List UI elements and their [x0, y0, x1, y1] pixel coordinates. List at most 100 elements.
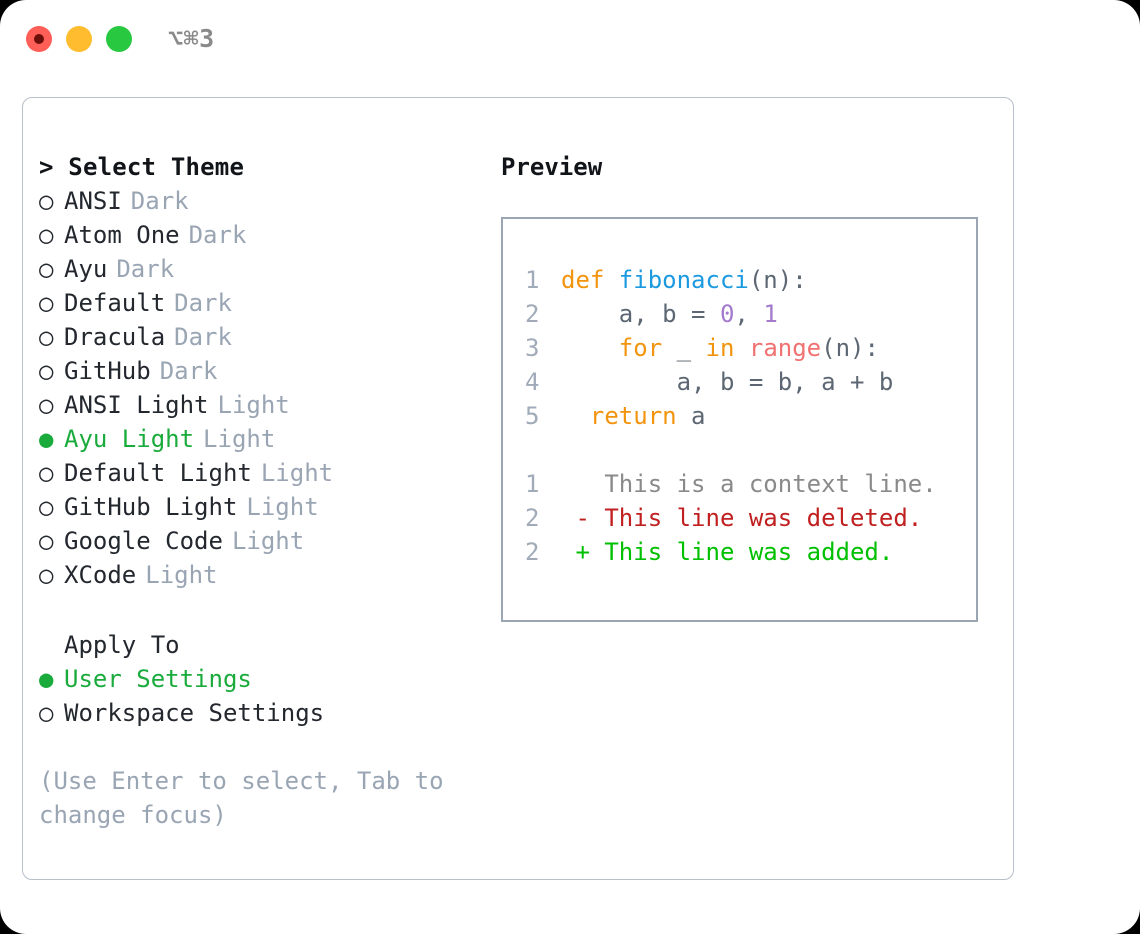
- code-line-text: return a: [561, 399, 706, 433]
- theme-variant-tag: Light: [203, 425, 276, 453]
- code-line: 2 a, b = 0, 1: [503, 297, 976, 331]
- theme-option[interactable]: ○ Google Code Light: [39, 524, 469, 558]
- preview-header: Preview: [501, 153, 603, 181]
- theme-option-name: Atom One: [64, 221, 180, 249]
- code-token-kw: def: [561, 266, 619, 294]
- radio-unselected-icon: ○: [39, 459, 54, 487]
- code-line-text: a, b = b, a + b: [561, 365, 894, 399]
- theme-option[interactable]: ○ ANSI Light Light: [39, 388, 469, 422]
- theme-variant-tag: Dark: [174, 323, 232, 351]
- theme-option[interactable]: ○ XCode Light: [39, 558, 469, 592]
- apply-to-option[interactable]: ○Workspace Settings: [39, 696, 469, 730]
- theme-option[interactable]: ○ Dracula Dark: [39, 320, 469, 354]
- diff-line-text-added: + This line was added.: [561, 538, 894, 566]
- theme-option-name: Ayu: [64, 255, 108, 283]
- window-shortcut-label: ⌥⌘3: [168, 24, 215, 53]
- theme-option[interactable]: ○ Default Light Light: [39, 456, 469, 490]
- code-token-plain: a: [676, 402, 706, 430]
- radio-unselected-icon: ○: [39, 357, 54, 385]
- radio-unselected-icon: ○: [39, 323, 54, 351]
- theme-option-name: Dracula: [64, 323, 166, 351]
- diff-line: 2 - This line was deleted.: [503, 501, 976, 535]
- diff-line-text-deleted: - This line was deleted.: [561, 504, 923, 532]
- theme-variant-tag: Dark: [188, 221, 247, 249]
- diff-line-number: 2: [525, 538, 540, 566]
- theme-variant-tag: Light: [231, 527, 305, 555]
- select-theme-header: > Select Theme: [39, 153, 245, 181]
- theme-option-name: Default Light: [64, 459, 252, 487]
- code-line-number: 1: [525, 266, 540, 294]
- apply-to-option-name: User Settings: [64, 665, 252, 693]
- close-button[interactable]: [26, 26, 52, 52]
- window-titlebar: ⌥⌘3: [0, 0, 1140, 78]
- theme-option-name: ANSI Light: [64, 391, 209, 419]
- radio-unselected-icon: ○: [39, 493, 54, 521]
- code-token-plain: a, b =: [561, 300, 720, 328]
- theme-option[interactable]: ○ Atom One Dark: [39, 218, 469, 252]
- code-token-kw: return: [589, 402, 677, 430]
- code-token-call: range: [748, 334, 822, 362]
- code-diff-spacer: [503, 433, 976, 467]
- theme-option-name: XCode: [64, 561, 137, 589]
- theme-option-name: Ayu Light: [64, 425, 195, 453]
- radio-unselected-icon: ○: [39, 527, 54, 555]
- code-token-num: 1: [763, 300, 778, 328]
- apply-to-header: Apply To: [64, 631, 180, 659]
- theme-variant-tag: Light: [217, 391, 290, 419]
- apply-to-list[interactable]: ●User Settings○Workspace Settings: [39, 662, 469, 730]
- diff-line: 2 + This line was added.: [503, 535, 976, 569]
- code-line-text: for _ in range(n):: [561, 331, 879, 365]
- theme-variant-tag: Light: [246, 493, 319, 521]
- code-line: 5 return a: [503, 399, 976, 433]
- theme-option[interactable]: ● Ayu Light Light: [39, 422, 469, 456]
- diff-line-text-context: This is a context line.: [561, 470, 937, 498]
- code-token-fn: fibonacci: [618, 266, 749, 294]
- code-line: 4 a, b = b, a + b: [503, 365, 976, 399]
- theme-option[interactable]: ○ Default Dark: [39, 286, 469, 320]
- radio-unselected-icon: ○: [39, 391, 54, 419]
- diff-sample: 1 This is a context line.2 - This line w…: [503, 467, 976, 569]
- minimize-button[interactable]: [66, 26, 92, 52]
- theme-option-name: GitHub Light: [64, 493, 238, 521]
- theme-variant-tag: Dark: [159, 357, 218, 385]
- code-line-text: def fibonacci(n):: [561, 263, 807, 297]
- radio-selected-icon: ●: [39, 425, 54, 453]
- code-line-text: a, b = 0, 1: [561, 297, 778, 331]
- keyboard-hint-text: (Use Enter to select, Tab to change focu…: [39, 767, 444, 829]
- code-token-kw: for: [618, 334, 663, 362]
- radio-unselected-icon: ○: [39, 289, 54, 317]
- code-token-plain: (n):: [748, 266, 807, 294]
- diff-line: 1 This is a context line.: [503, 467, 976, 501]
- theme-option-name: Default: [64, 289, 166, 317]
- radio-unselected-icon: ○: [39, 561, 54, 589]
- code-line-number: 5: [525, 402, 540, 430]
- code-token-plain: [561, 402, 590, 430]
- code-token-plain: a, b = b, a + b: [561, 368, 894, 396]
- theme-variant-tag: Dark: [174, 289, 232, 317]
- code-token-kw: in: [705, 334, 735, 362]
- radio-unselected-icon: ○: [39, 221, 54, 249]
- radio-unselected-icon: ○: [39, 255, 54, 283]
- theme-variant-tag: Light: [145, 561, 218, 589]
- diff-line-number: 1: [525, 470, 540, 498]
- maximize-button[interactable]: [106, 26, 132, 52]
- code-line-number: 4: [525, 368, 540, 396]
- radio-unselected-icon: ○: [39, 187, 54, 215]
- radio-unselected-icon: ○: [39, 699, 54, 727]
- code-line: 1 def fibonacci(n):: [503, 263, 976, 297]
- theme-variant-tag: Light: [260, 459, 334, 487]
- diff-line-number: 2: [525, 504, 540, 532]
- theme-option-name: Google Code: [64, 527, 223, 555]
- theme-option[interactable]: ○ GitHub Light Light: [39, 490, 469, 524]
- apply-to-option[interactable]: ●User Settings: [39, 662, 469, 696]
- code-line-number: 3: [525, 334, 540, 362]
